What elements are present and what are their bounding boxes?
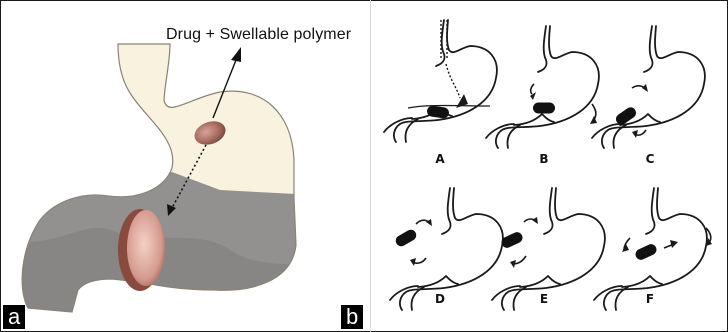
stage-label-d: D xyxy=(430,292,450,306)
stage-label-a: A xyxy=(430,152,450,166)
stage-label-b: B xyxy=(534,152,554,166)
stage-label-c: C xyxy=(640,152,660,166)
panel-b-label: b xyxy=(341,305,363,329)
stage-label-e: E xyxy=(534,292,554,306)
stage-b-diagram xyxy=(486,26,599,148)
stage-a-diagram xyxy=(384,20,497,142)
stage-c-diagram xyxy=(592,26,705,148)
stage-label-f: F xyxy=(640,292,660,306)
